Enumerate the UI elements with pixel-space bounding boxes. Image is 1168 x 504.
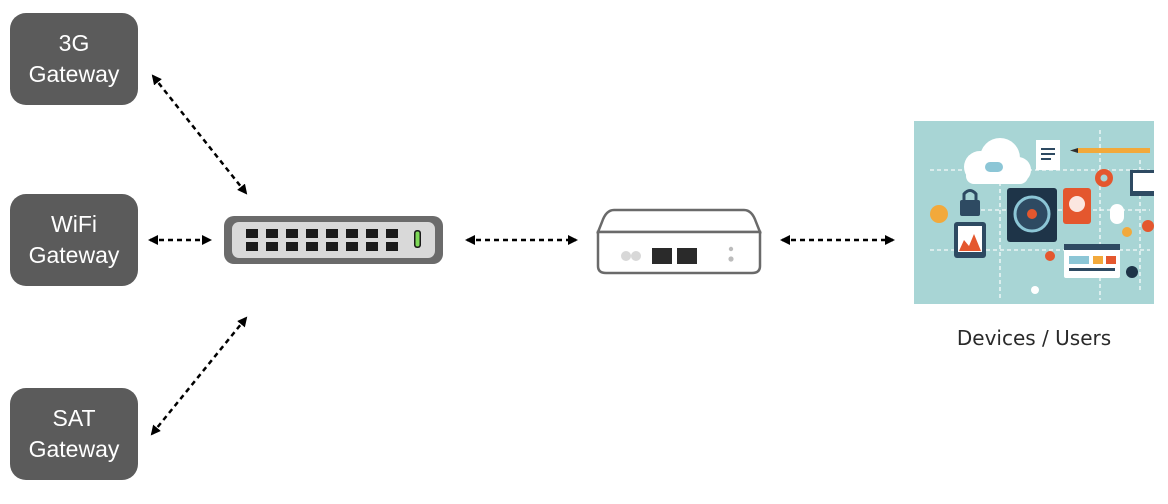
gateway-3g-line1: 3G [58,30,90,56]
gateway-3g-line2: Gateway [28,61,120,87]
gateway-sat-line2: Gateway [28,436,120,462]
devices-illustration [914,121,1154,304]
arrow-3g-switch [151,74,248,195]
gateway-wifi: WiFi Gateway [10,194,138,286]
router-icon [596,208,762,275]
network-switch-icon [224,216,443,264]
gateway-3g: 3G Gateway [10,13,138,105]
devices-users-label: Devices / Users [956,326,1112,350]
gateway-wifi-line2: Gateway [28,242,120,268]
gateway-wifi-line1: WiFi [51,211,97,237]
gateway-sat: SAT Gateway [10,388,138,480]
gateway-sat-line1: SAT [52,405,96,431]
arrow-sat-switch [150,316,248,436]
